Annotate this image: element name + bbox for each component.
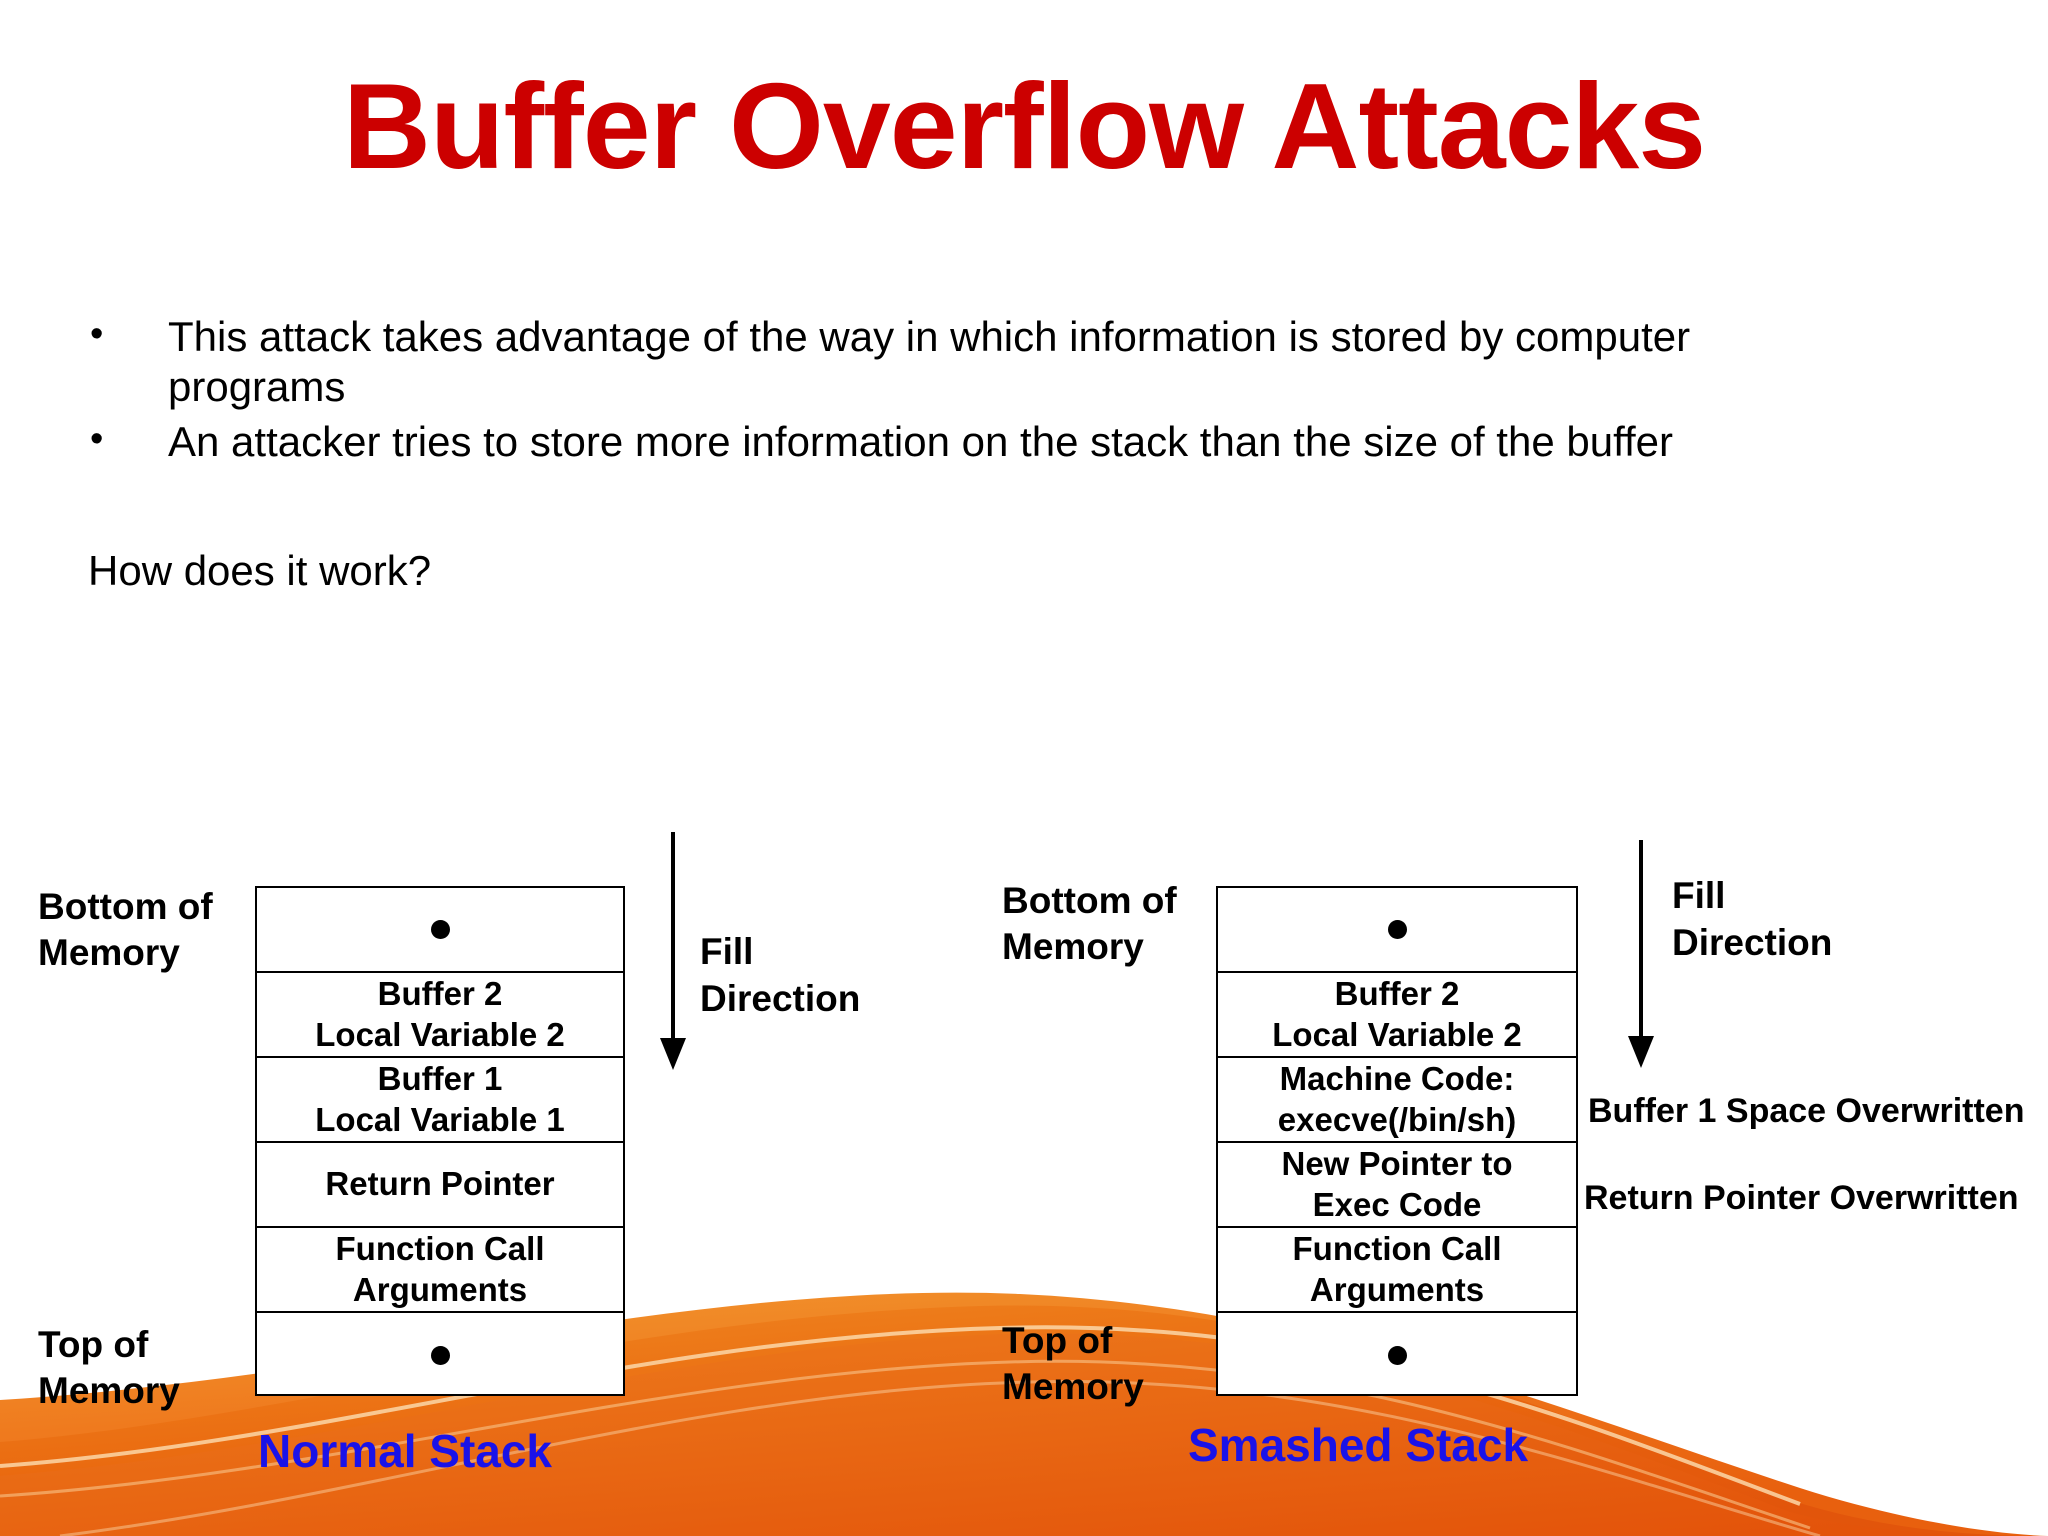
normal-stack-caption: Normal Stack [258, 1425, 553, 1477]
stack-row: Machine Code: execve(/bin/sh) [1218, 1058, 1576, 1143]
stack-row-line-1: Buffer 2 [1334, 975, 1460, 1013]
label-line-1: Top of [38, 1324, 149, 1365]
stack-row-line-1: Function Call [1292, 1230, 1502, 1268]
page-title: Buffer Overflow Attacks [342, 58, 1706, 194]
bullet-text: This attack takes advantage of the way i… [168, 313, 1691, 411]
fill-line-1: Fill [700, 931, 754, 972]
stack-row-line-1: Buffer 1 [377, 1060, 503, 1098]
fill-line-2: Direction [1672, 922, 1833, 964]
stack-row: Function Call Arguments [1218, 1228, 1576, 1313]
stack-row-line-1: Return Pointer [325, 1165, 555, 1203]
smashed-stack-diagram: Buffer 2 Local Variable 2 Machine Code: … [1216, 886, 1578, 1396]
return-pointer-overwritten-note: Return Pointer Overwritten [1584, 1179, 2019, 1217]
stack-row [257, 888, 623, 973]
label-line-2: Memory [38, 1370, 180, 1412]
bullet-glyph-icon: • [90, 313, 104, 355]
stack-row-line-2: Local Variable 2 [1272, 1015, 1522, 1053]
bullet-glyph-icon: • [90, 417, 104, 460]
label-line-2: Memory [38, 932, 180, 974]
smashed-bottom-of-memory-label: Bottom of Memory [1002, 878, 1177, 971]
label-line-1: Top of [1002, 1320, 1113, 1361]
stack-row-line-1: Machine Code: [1279, 1060, 1515, 1098]
question-text: How does it work? [88, 547, 432, 594]
stack-row-line-2: Exec Code [1312, 1185, 1482, 1223]
label-line-2: Memory [1002, 1366, 1144, 1408]
stack-row-line-2: Local Variable 1 [315, 1100, 565, 1138]
ellipsis-dot-icon [430, 1346, 450, 1365]
smashed-fill-direction-arrow-icon [1628, 840, 1654, 1068]
normal-fill-direction-arrow-icon [660, 832, 686, 1070]
stack-row [1218, 888, 1576, 973]
stack-row-line-1: New Pointer to [1281, 1145, 1513, 1183]
label-line-1: Bottom of [1002, 880, 1177, 921]
ellipsis-dot-icon [430, 920, 450, 939]
stack-row [1218, 1313, 1576, 1398]
smashed-fill-direction-label: Fill Direction [1672, 872, 1832, 967]
stack-row-line-1: Function Call [335, 1230, 545, 1268]
buffer-overwritten-note: Buffer 1 Space Overwritten [1588, 1092, 2025, 1130]
label-line-2: Memory [1002, 926, 1144, 968]
stack-row: New Pointer to Exec Code [1218, 1143, 1576, 1228]
list-item: • An attacker tries to store more inform… [80, 417, 1960, 467]
bullet-list: • This attack takes advantage of the way… [80, 312, 1960, 471]
list-item: • This attack takes advantage of the way… [80, 312, 1960, 413]
ellipsis-dot-icon [1387, 920, 1407, 939]
smashed-top-of-memory-label: Top of Memory [1002, 1318, 1144, 1411]
stack-row-line-1: Buffer 2 [377, 975, 503, 1013]
stack-row-line-2: Local Variable 2 [315, 1015, 565, 1053]
fill-line-2: Direction [700, 978, 861, 1020]
normal-stack-diagram: Buffer 2 Local Variable 2 Buffer 1 Local… [255, 886, 625, 1396]
stack-row: Buffer 2 Local Variable 2 [257, 973, 623, 1058]
smashed-stack-caption: Smashed Stack [1188, 1419, 1529, 1471]
fill-line-1: Fill [1672, 875, 1726, 916]
ellipsis-dot-icon [1387, 1346, 1407, 1365]
stack-row: Return Pointer [257, 1143, 623, 1228]
stack-row: Buffer 1 Local Variable 1 [257, 1058, 623, 1143]
stack-row [257, 1313, 623, 1398]
stack-row-line-2: Arguments [1309, 1270, 1485, 1308]
bullet-text: An attacker tries to store more informat… [168, 417, 1674, 465]
normal-top-of-memory-label: Top of Memory [38, 1322, 180, 1415]
stack-row-line-2: execve(/bin/sh) [1277, 1100, 1517, 1138]
normal-bottom-of-memory-label: Bottom of Memory [38, 884, 213, 977]
stack-row: Function Call Arguments [257, 1228, 623, 1313]
stack-row: Buffer 2 Local Variable 2 [1218, 973, 1576, 1058]
label-line-1: Bottom of [38, 886, 213, 927]
normal-fill-direction-label: Fill Direction [700, 928, 860, 1023]
stack-row-line-2: Arguments [352, 1270, 528, 1308]
